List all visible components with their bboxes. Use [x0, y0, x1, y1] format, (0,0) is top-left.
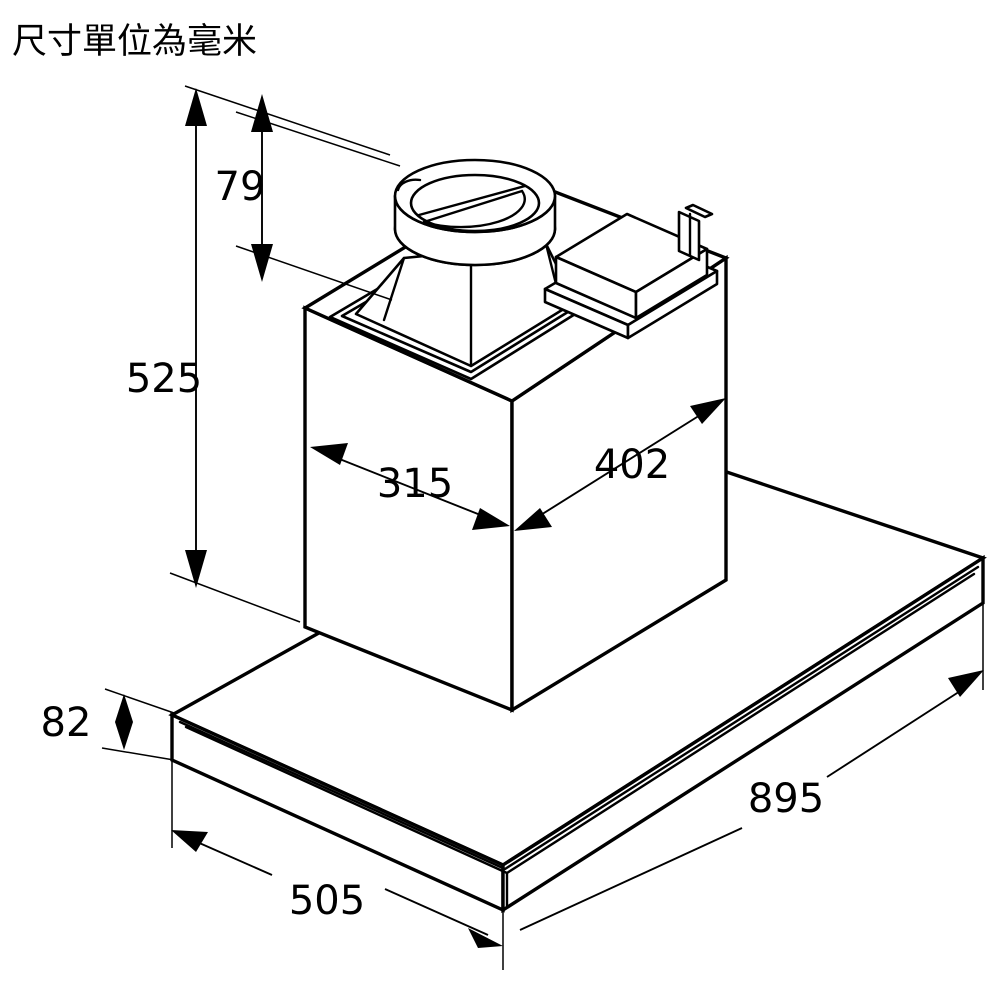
arrow-head-525-up [185, 88, 207, 126]
arrow-head-315-left [310, 443, 348, 465]
arrow-head-525-down [185, 550, 207, 588]
duct-transition-cone [328, 241, 598, 381]
arrow-head-82-down [115, 722, 133, 750]
duct-damper-flap-curve [422, 189, 526, 229]
duct-damper-flap-edge-2 [422, 189, 524, 224]
dimension-402: 402 [514, 398, 726, 531]
dimension-annotations: 79 525 315 [41, 85, 984, 970]
dimension-895: 895 [519, 603, 984, 931]
dimension-label-402: 402 [594, 442, 670, 488]
dimension-label-79: 79 [215, 164, 266, 210]
ext-line-82-top [104, 688, 175, 714]
ext-line-82-bottom [101, 747, 175, 761]
dimension-82: 82 [41, 688, 175, 761]
product-geometry [168, 158, 987, 914]
canopy-chamfer-upper [178, 565, 980, 871]
ehb-plinth-front-right [626, 269, 719, 340]
ehb-front-right-face [634, 247, 709, 320]
duct-damper-flap-edge [417, 184, 527, 217]
unit-note-label: 尺寸單位為毫米 [12, 22, 257, 62]
dimension-label-82: 82 [41, 700, 92, 746]
dim-line-895-lower [519, 827, 743, 931]
arrow-head-402-left [514, 508, 552, 531]
arrow-head-79-down [251, 244, 273, 282]
dimension-79: 79 [215, 94, 401, 301]
arrow-head-895-right [948, 670, 984, 697]
ehb-connector-tab-top [684, 203, 714, 219]
dim-line-895-upper [826, 685, 969, 778]
duct-cone-crease-left [382, 256, 406, 322]
dim-line-505-upper [187, 837, 273, 876]
duct-hinge-nub [396, 178, 422, 192]
arrow-head-315-right [472, 508, 510, 530]
arrow-head-79-up [251, 94, 273, 132]
arrow-head-402-right [690, 398, 726, 424]
dimension-525: 525 [126, 85, 391, 623]
dimension-label-505: 505 [289, 878, 365, 924]
dimension-315: 315 [310, 443, 510, 530]
dimension-label-895: 895 [748, 776, 824, 822]
dimension-label-525: 525 [126, 356, 202, 402]
dim-line-402 [535, 411, 706, 519]
circular-duct-outlet [393, 158, 557, 267]
dim-line-315 [331, 455, 489, 519]
ext-line-525-bottom [169, 572, 301, 623]
arrow-head-505-right [468, 928, 503, 948]
dimension-label-315: 315 [377, 461, 453, 507]
dim-line-505-lower [384, 888, 489, 936]
arrow-head-82-up [115, 694, 133, 722]
electrical-housing-box [543, 203, 719, 340]
arrow-head-505-left [171, 830, 208, 852]
ext-line-525-top [184, 85, 391, 156]
dimension-505: 505 [171, 760, 504, 970]
